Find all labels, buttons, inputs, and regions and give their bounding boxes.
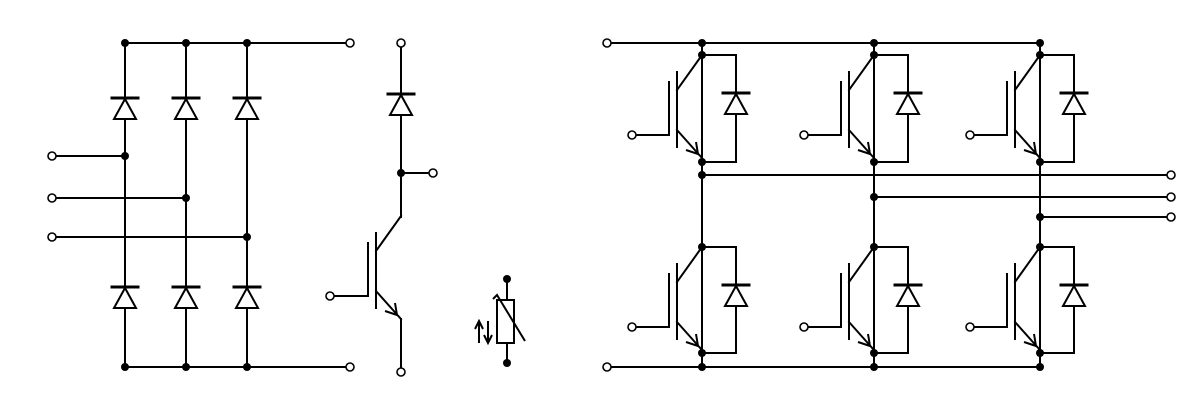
igbt-collector [675,53,704,92]
terminal [602,38,612,48]
igbt-emitter-arrow [685,333,700,348]
terminal [325,291,335,301]
igbt-symbol [799,245,876,352]
temperature-up-arrowhead [474,318,484,330]
diode-anode-triangle [112,285,138,309]
terminal [345,38,355,48]
junction-dot [503,359,511,367]
terminal [627,322,637,332]
diode-symbol [110,285,140,309]
igbt-emitter-arrow [857,333,872,348]
diode-symbol [1059,283,1089,307]
three-phase-inverter [602,38,1176,372]
diode-symbol [110,96,140,120]
junction-dot [870,363,878,371]
igbt-emitter-arrow [685,141,700,156]
diode-anode-triangle [173,96,199,120]
diode-symbol [232,96,262,120]
junction-dot [121,152,129,160]
igbt-collector [1013,245,1042,284]
terminal [602,362,612,372]
junction-dot [121,363,129,371]
diode-symbol [893,283,923,307]
igbt-emitter-arrow [1023,333,1038,348]
terminal [627,130,637,140]
diode-anode-triangle [234,285,260,309]
igbt-collector [675,245,704,284]
terminal [965,322,975,332]
diode-symbol [171,285,201,309]
diode-anode-triangle [173,285,199,309]
junction-dot [1036,363,1044,371]
diode-symbol [721,91,751,115]
junction-dot [182,39,190,47]
junction-dot [182,363,190,371]
junction-dot [698,363,706,371]
terminal [1166,192,1176,202]
igbt-symbol [799,53,876,160]
diode-anode-triangle [895,283,921,307]
terminal [1166,170,1176,180]
junction-dot [243,363,251,371]
thermistor-ntc-slash [492,293,526,342]
igbt-emitter-arrow [1023,141,1038,156]
diode-anode-triangle [388,92,414,116]
diode-anode-triangle [234,96,260,120]
diode-symbol [1059,91,1089,115]
diode-anode-triangle [1061,91,1087,115]
diode-anode-triangle [723,91,749,115]
igbt-symbol [627,245,704,352]
igbt-collector [1013,53,1042,92]
terminal [428,168,438,178]
igbt-symbol [965,245,1042,352]
rectifier-bridge [47,38,355,372]
terminal [396,38,406,48]
junction-dot [870,39,878,47]
terminal [799,322,809,332]
igbt-symbol [965,53,1042,160]
junction-dot [698,171,706,179]
diode-symbol [171,96,201,120]
junction-dot [182,194,190,202]
temperature-down-arrowhead [483,334,493,346]
diode-anode-triangle [895,91,921,115]
junction-dot [243,39,251,47]
junction-dot [1036,213,1044,221]
terminal [47,151,57,161]
igbt-emitter-arrow [384,302,399,317]
terminal [47,232,57,242]
diode-anode-triangle [723,283,749,307]
terminal [1166,212,1176,222]
diode-symbol [721,283,751,307]
junction-dot [698,39,706,47]
igbt-collector [847,245,876,284]
terminal [396,367,406,377]
terminal [345,362,355,372]
igbt-collector [374,214,403,253]
junction-dot [1036,39,1044,47]
igbt-emitter-arrow [857,141,872,156]
ntc-thermistor [474,275,526,367]
junction-dot [870,193,878,201]
igbt-collector [847,53,876,92]
junction-dot [121,39,129,47]
diode-anode-triangle [1061,283,1087,307]
diode-symbol [232,285,262,309]
igbt-symbol [627,53,704,160]
diode-symbol [893,91,923,115]
diode-anode-triangle [112,96,138,120]
thermistor-body [496,299,515,344]
terminal [965,130,975,140]
junction-dot [503,275,511,283]
terminal [799,130,809,140]
junction-dot [243,233,251,241]
brake-chopper [325,38,438,377]
terminal [47,193,57,203]
diode-symbol [386,92,416,116]
igbt-symbol [325,214,403,321]
